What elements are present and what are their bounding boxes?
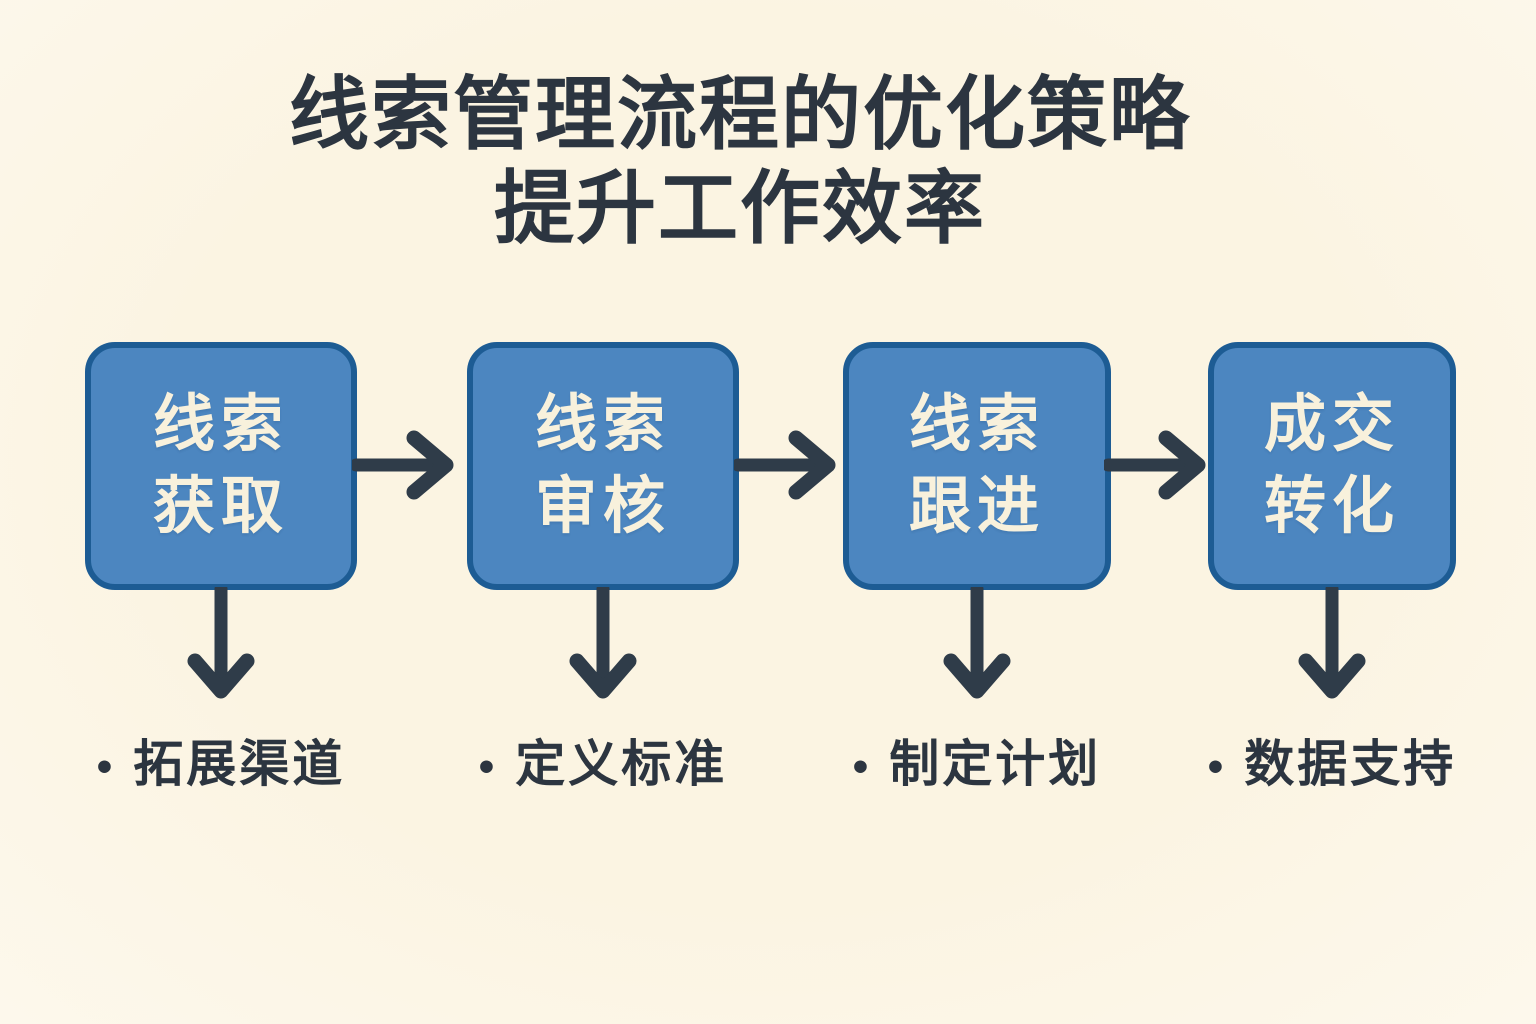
step-note-text: 定义标准	[515, 736, 728, 792]
arrow-down-icon	[558, 587, 648, 711]
step-note-text: 数据支持	[1244, 736, 1457, 792]
step-note-plan: • 制定计划	[807, 724, 1147, 796]
arrow-down-icon	[176, 587, 266, 711]
flow-step-label-line-1: 线索	[152, 390, 289, 460]
flow-step-lead-acquisition: 线索 获取	[85, 342, 357, 590]
arrow-down-icon	[932, 587, 1022, 711]
flow-step-label-line-2: 获取	[152, 472, 289, 541]
step-note-text: 拓展渠道	[133, 736, 346, 792]
page-title: 线索管理流程的优化策略 提升工作效率	[0, 68, 1480, 257]
flow-step-lead-review: 线索 审核	[467, 342, 739, 590]
flow-step-deal-conversion: 成交 转化	[1208, 342, 1456, 590]
page-title-line-1: 线索管理流程的优化策略	[289, 70, 1191, 159]
arrow-right-icon	[1104, 420, 1216, 510]
flow-step-label-line-2: 跟进	[908, 472, 1045, 541]
flow-step-label-line-1: 线索	[534, 390, 671, 460]
step-note-data: • 数据支持	[1162, 724, 1502, 796]
bullet-icon: •	[1207, 742, 1227, 791]
arrow-down-icon	[1287, 587, 1377, 711]
step-note-text: 制定计划	[889, 736, 1102, 792]
flow-step-label-line-1: 线索	[908, 390, 1045, 460]
flow-step-lead-followup: 线索 跟进	[843, 342, 1111, 590]
flow-step-label-line-2: 转化	[1263, 472, 1400, 541]
flow-step-label-line-1: 成交	[1263, 390, 1400, 460]
arrow-right-icon	[734, 420, 846, 510]
bullet-icon: •	[478, 742, 498, 791]
arrow-right-icon	[352, 420, 464, 510]
step-note-channels: • 拓展渠道	[51, 724, 391, 796]
bullet-icon: •	[852, 742, 872, 791]
bullet-icon: •	[96, 742, 116, 791]
step-note-criteria: • 定义标准	[433, 724, 773, 796]
flow-step-label-line-2: 审核	[534, 472, 671, 541]
page-title-line-2: 提升工作效率	[494, 164, 986, 254]
